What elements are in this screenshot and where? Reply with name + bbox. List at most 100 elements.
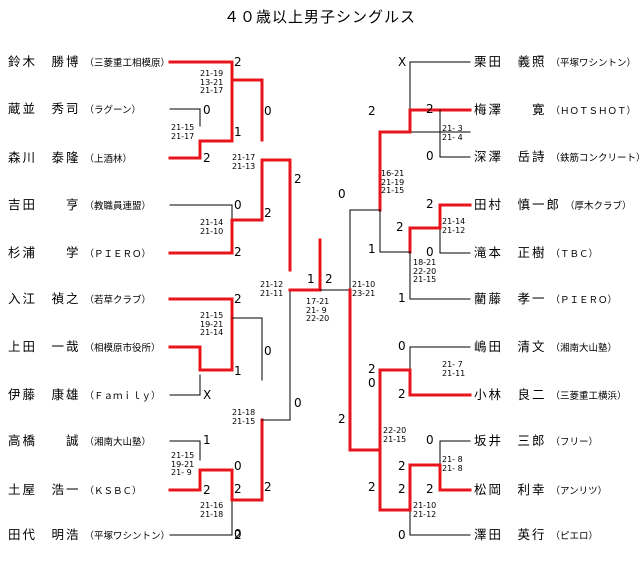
bracket-line xyxy=(349,209,381,291)
bracket-line xyxy=(230,78,264,142)
bracket-line xyxy=(169,108,201,127)
bracket-line xyxy=(378,368,412,452)
game-count: 2 xyxy=(264,206,272,220)
bracket-line xyxy=(439,227,471,254)
bracket-line xyxy=(230,418,264,502)
bracket-line xyxy=(378,448,412,512)
player-club: （ピエロ） xyxy=(550,531,599,542)
bracket-line xyxy=(168,345,202,372)
bracket-line xyxy=(439,109,471,158)
player-club: （若草クラブ） xyxy=(84,295,152,306)
game-count: 2 xyxy=(203,483,211,497)
player-club: （ラグーン） xyxy=(84,105,142,116)
bracket-line xyxy=(408,463,442,512)
player-club: （フリー） xyxy=(550,437,599,448)
final-count-right: 2 xyxy=(325,272,333,286)
game-count: X xyxy=(203,388,212,402)
game-count: 0 xyxy=(426,245,434,259)
player-name: 杉浦 学 xyxy=(8,245,81,260)
player-club: （平塚ワシントン） xyxy=(84,531,171,542)
player-name: 栗田 義照 xyxy=(474,54,547,69)
player-right-7: 嶋田 清文（湘南大山塾） xyxy=(474,339,617,357)
player-name: 小林 良二 xyxy=(474,387,547,402)
player-name: 田村 慎一郎 xyxy=(474,197,562,212)
player-left-6: 入江 禎之（若草クラブ） xyxy=(8,291,151,309)
game-count: X xyxy=(398,55,407,69)
player-left-4: 吉田 亨（教職員連盟） xyxy=(8,197,151,215)
player-name: 田代 明浩 xyxy=(8,527,81,542)
game-count: 2 xyxy=(426,482,434,496)
game-count: 1 xyxy=(234,364,242,378)
player-right-11: 澤田 英行（ピエロ） xyxy=(474,527,598,545)
player-left-10: 土屋 浩一（ＫＳＢＣ） xyxy=(8,482,142,500)
player-club: （鉄筋コンクリート） xyxy=(550,153,640,164)
game-count: 1 xyxy=(234,125,242,139)
bracket-line xyxy=(439,440,471,466)
game-count: 2 xyxy=(234,245,242,259)
bracket-line xyxy=(378,130,412,212)
game-count: 2 xyxy=(203,151,211,165)
player-name: 高橋 誠 xyxy=(8,433,81,448)
player-left-11: 田代 明浩（平塚ワシントン） xyxy=(8,527,170,545)
bracket-line xyxy=(231,317,263,381)
game-count: 2 xyxy=(294,172,302,186)
player-club: （教職員連盟） xyxy=(84,201,152,212)
bracket-line xyxy=(169,499,233,536)
game-count: 0 xyxy=(234,459,242,473)
bracket-line xyxy=(409,509,471,536)
player-left-2: 蔵並 秀司（ラグーン） xyxy=(8,101,141,119)
player-left-9: 高橋 誠（湘南大山塾） xyxy=(8,433,151,451)
player-left-7: 上田 一哉（相模原市役所） xyxy=(8,339,161,357)
game-count: 2 xyxy=(264,480,272,494)
game-count: 1 xyxy=(398,291,406,305)
bracket-line xyxy=(409,251,471,300)
player-name: 上田 一哉 xyxy=(8,339,81,354)
bracket-line xyxy=(198,468,234,502)
bracket-line xyxy=(198,78,234,143)
player-name: 藺藤 孝一 xyxy=(474,291,547,306)
game-count: 0 xyxy=(234,198,242,212)
player-name: 梅澤 寛 xyxy=(474,102,547,117)
bracket-line xyxy=(198,316,234,372)
game-count: 2 xyxy=(398,482,406,496)
player-right-9: 坂井 三郎（フリー） xyxy=(474,433,598,451)
player-club: （上酒林） xyxy=(84,154,133,165)
game-count: 2 xyxy=(234,292,242,306)
game-count: 2 xyxy=(234,482,242,496)
player-right-3: 深澤 岳詩（鉄筋コンクリート） xyxy=(474,149,640,167)
game-count: 2 xyxy=(396,220,404,234)
bracket-line xyxy=(230,158,264,222)
game-count: 0 xyxy=(264,344,272,358)
player-club: （相模原市役所） xyxy=(84,343,161,354)
player-name: 蔵並 秀司 xyxy=(8,101,81,116)
game-count: 2 xyxy=(368,480,376,494)
game-count: 0 xyxy=(338,187,346,201)
bracket-line xyxy=(288,238,322,292)
player-name: 吉田 亨 xyxy=(8,197,81,212)
game-count: 2 xyxy=(234,528,242,542)
player-name: 伊藤 康雄 xyxy=(8,387,81,402)
player-club: （三菱重工横浜） xyxy=(550,391,627,402)
player-club: （ＰＩＥＲＯ） xyxy=(550,295,618,306)
game-count: 1 xyxy=(368,242,376,256)
player-name: 森川 泰隆 xyxy=(8,150,81,165)
bracket-line xyxy=(408,108,472,134)
player-name: 澤田 英行 xyxy=(474,527,547,542)
bracket-line xyxy=(168,468,202,492)
player-right-4: 田村 慎一郎（厚木クラブ） xyxy=(474,197,632,215)
bracket-line xyxy=(261,289,291,421)
game-count: 0 xyxy=(426,433,434,447)
